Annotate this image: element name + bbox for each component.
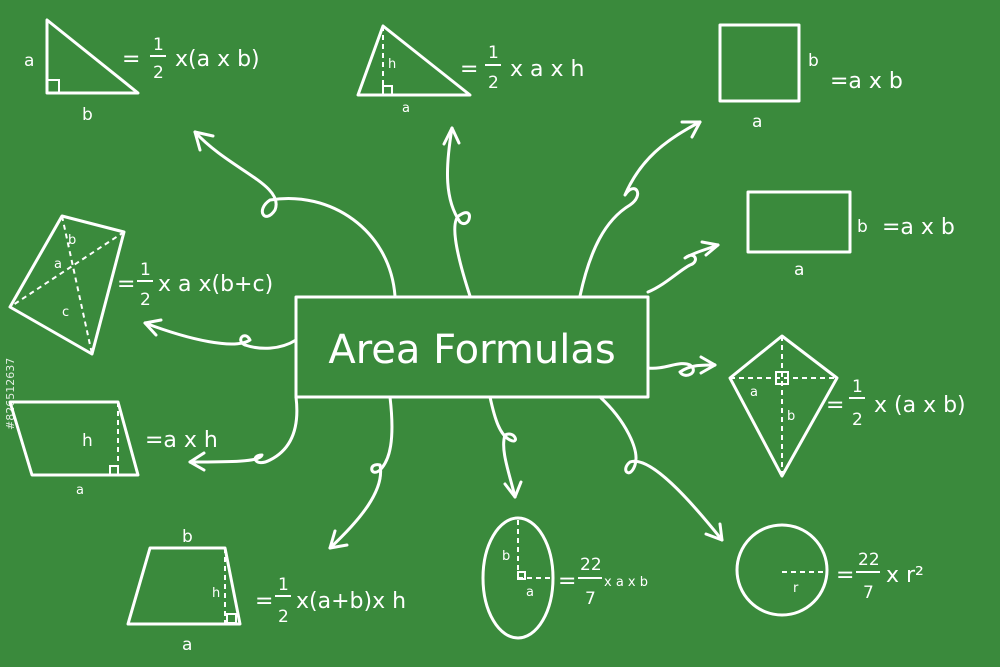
ellipse-eq: = xyxy=(558,569,576,594)
triangle-formula: x a x h xyxy=(510,57,584,82)
square-shape xyxy=(718,23,801,103)
circle-frac-den: 7 xyxy=(863,583,874,603)
triangle-group: h a = 1 2 x a x h xyxy=(356,24,584,116)
trapezoid-bottom: a xyxy=(182,635,192,655)
ellipse-frac-den: 7 xyxy=(585,589,596,609)
parallelogram-shape xyxy=(8,400,140,477)
ellipse-a: a xyxy=(526,585,534,600)
kite-shape xyxy=(728,334,839,478)
triangle-shape xyxy=(356,24,472,97)
rectangle-shape xyxy=(746,190,852,254)
quadrilateral-c: c xyxy=(62,305,69,320)
square-formula: =a x b xyxy=(830,69,903,94)
quadrilateral-eq: = xyxy=(117,272,135,297)
quadrilateral-a: a xyxy=(54,257,62,272)
quadrilateral-group: a b c = 1 2 x a x(b+c) xyxy=(8,214,273,356)
circle-formula: x r² xyxy=(886,563,924,588)
kite-frac-num: 1 xyxy=(852,377,863,397)
triangle-frac-den: 2 xyxy=(488,73,499,93)
ellipse-group: b a = 22 7 x a x b xyxy=(481,516,648,640)
parallelogram-height: h xyxy=(82,431,93,451)
rectangle-group: b a =a x b xyxy=(746,190,955,280)
trapezoid-frac-num: 1 xyxy=(278,575,289,595)
circle-group: r = 22 7 x r² xyxy=(735,523,924,617)
quadrilateral-formula: x a x(b+c) xyxy=(158,272,273,297)
quadrilateral-frac-den: 2 xyxy=(140,290,151,310)
kite-a: a xyxy=(750,385,758,400)
kite-frac-den: 2 xyxy=(852,410,863,430)
right-triangle-side-b: b xyxy=(82,105,93,125)
right-triangle-frac-num: 1 xyxy=(153,35,164,55)
trapezoid-top: b xyxy=(182,527,193,547)
ellipse-frac-num: 22 xyxy=(580,555,602,575)
trapezoid-eq: = xyxy=(255,589,273,614)
circle-frac-num: 22 xyxy=(858,550,880,570)
square-side-b: b xyxy=(808,51,819,71)
rectangle-side-b: b xyxy=(857,217,868,237)
trapezoid-shape xyxy=(126,546,242,626)
watermark-id: #826512637 xyxy=(4,357,17,430)
circle-r: r xyxy=(793,581,799,596)
right-triangle-frac-den: 2 xyxy=(153,63,164,83)
right-triangle-formula: x(a x b) xyxy=(175,47,260,72)
ellipse-b: b xyxy=(502,549,510,564)
kite-formula: x (a x b) xyxy=(874,393,966,418)
connectors xyxy=(143,120,724,550)
triangle-height: h xyxy=(388,57,396,72)
right-triangle-group: a b = 1 2 x(a x b) xyxy=(24,18,260,125)
title-text: Area Formulas xyxy=(328,327,615,373)
trapezoid-height: h xyxy=(212,586,220,601)
title-box: Area Formulas xyxy=(294,295,650,399)
ellipse-formula: x a x b xyxy=(604,575,648,590)
triangle-base: a xyxy=(402,101,410,116)
kite-eq: = xyxy=(826,393,844,418)
parallelogram-base: a xyxy=(76,483,84,498)
circle-shape xyxy=(735,523,829,617)
quadrilateral-frac-num: 1 xyxy=(140,260,151,280)
right-triangle-shape xyxy=(45,18,140,95)
triangle-frac-num: 1 xyxy=(488,43,499,63)
triangle-eq: = xyxy=(460,57,478,82)
trapezoid-frac-den: 2 xyxy=(278,607,289,627)
circle-eq: = xyxy=(836,563,854,588)
rectangle-formula: =a x b xyxy=(882,215,955,240)
trapezoid-formula: x(a+b)x h xyxy=(296,589,406,614)
quadrilateral-shape xyxy=(8,214,126,356)
parallelogram-formula: =a x h xyxy=(145,428,218,453)
kite-b: b xyxy=(787,409,795,424)
right-triangle-side-a: a xyxy=(24,51,34,71)
rectangle-side-a: a xyxy=(794,260,804,280)
right-triangle-eq: = xyxy=(122,47,140,72)
ellipse-shape xyxy=(481,516,555,640)
square-group: b a =a x b xyxy=(718,23,903,132)
quadrilateral-b: b xyxy=(68,233,76,248)
trapezoid-group: b h a = 1 2 x(a+b)x h xyxy=(126,527,406,655)
parallelogram-group: h a =a x h xyxy=(8,400,218,498)
square-side-a: a xyxy=(752,112,762,132)
kite-group: a b = 1 2 x (a x b) xyxy=(728,334,966,478)
